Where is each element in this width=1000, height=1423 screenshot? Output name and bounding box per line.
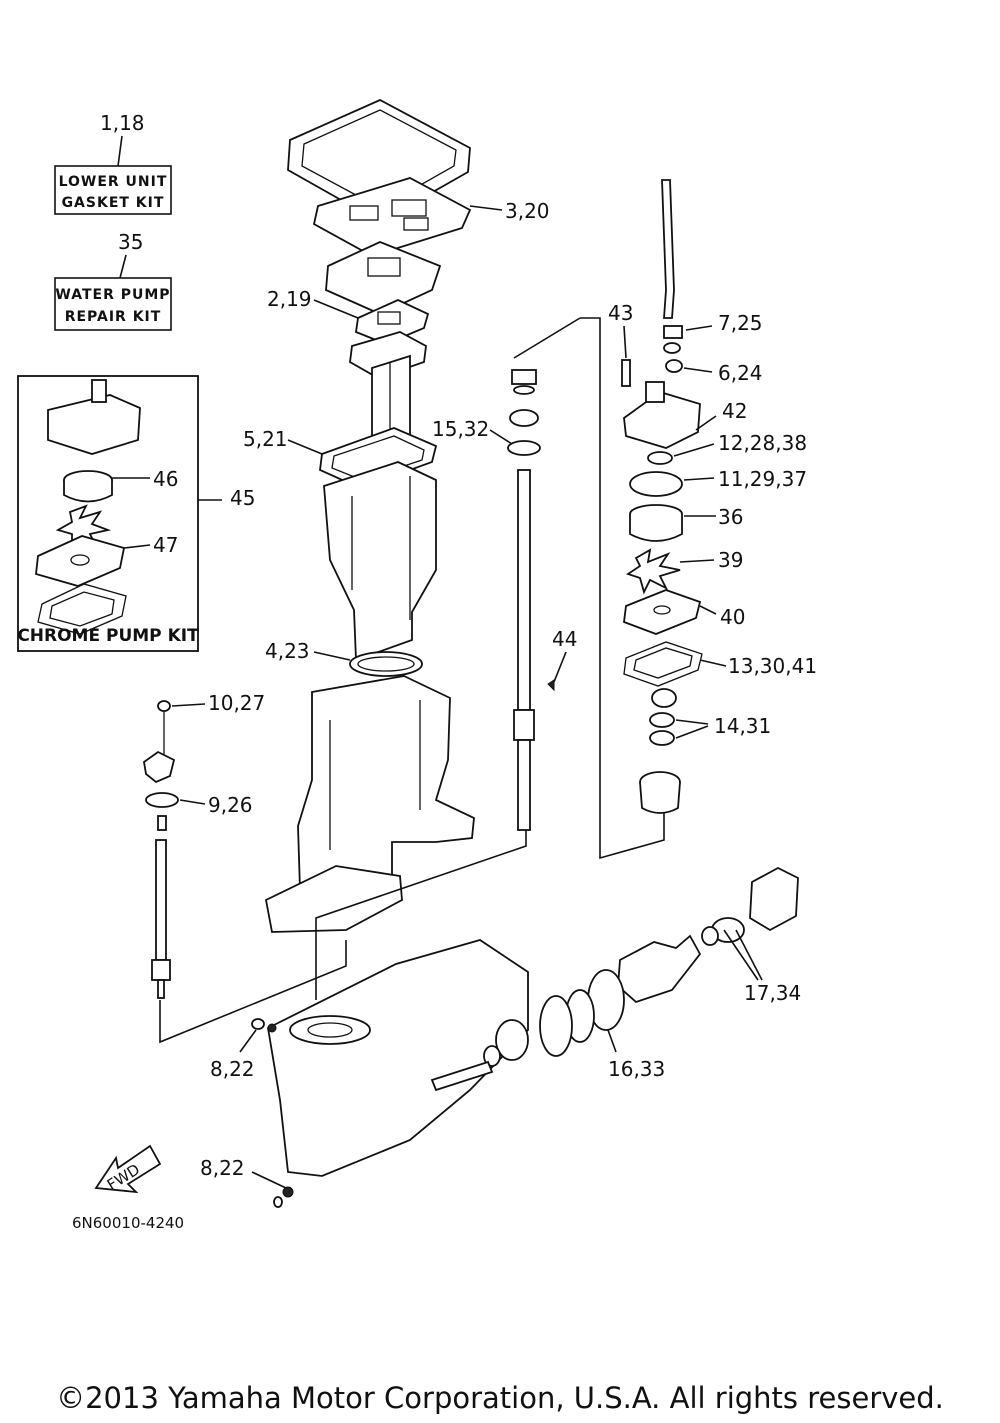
bearing-carrier-part: [617, 934, 702, 1004]
callout-label: 3,20: [505, 199, 550, 223]
callout-label: 6,24: [718, 361, 763, 385]
water-pump-kit-line2: REPAIR KIT: [65, 309, 162, 325]
pump-plate-part: [35, 535, 126, 587]
callout-label: 12,28,38: [718, 431, 807, 455]
callout-label: 35: [118, 230, 143, 254]
lower-casing-part: [264, 675, 475, 933]
callout-label: 8,22: [200, 1156, 245, 1180]
reverse-gear-part: [539, 989, 595, 1057]
callout-label: 46: [153, 467, 178, 491]
callout-label: 11,29,37: [718, 467, 807, 491]
gasket-4-23: [349, 651, 423, 677]
diagram-code: 6N60010-4240: [72, 1214, 184, 1232]
gasket-3-20: [312, 177, 472, 257]
callout-label: 15,32: [432, 417, 489, 441]
water-pump-kit-callout: 35 WATER PUMP REPAIR KIT: [54, 230, 172, 331]
callout-label: 44: [552, 627, 577, 651]
forward-arrow-icon: FWD: [94, 1144, 162, 1194]
drive-shaft-bearing: [509, 369, 539, 427]
gasket-5-21: [319, 427, 438, 489]
exhaust-tube-part: [349, 331, 427, 454]
callout-label: 36: [718, 505, 743, 529]
propeller-shaft-part: [430, 1060, 494, 1092]
drive-shaft-part: [513, 469, 535, 831]
chrome-pump-kit: 46 47 CHROME PUMP KIT 45: [17, 375, 255, 652]
pump-insert-part: [629, 504, 683, 542]
callout-label: 10,27: [208, 691, 265, 715]
chrome-pump-kit-title: CHROME PUMP KIT: [17, 626, 199, 646]
pinion-gear-part: [495, 1019, 529, 1061]
callout-label: 9,26: [208, 793, 253, 817]
callout-label: 39: [718, 548, 743, 572]
gasket-kit-box: [54, 165, 172, 215]
gasket-kit-line2: GASKET KIT: [62, 195, 165, 211]
pump-cup-part: [63, 470, 113, 503]
water-pump-kit-box: [54, 277, 172, 331]
gasket-kit-line1: LOWER UNIT: [59, 174, 168, 190]
bearing-housing-part: [639, 771, 681, 814]
callout-label: 13,30,41: [728, 654, 817, 678]
callout-label: 7,25: [718, 311, 763, 335]
pump-gasket-part: [623, 641, 703, 687]
water-tube-part: [661, 179, 683, 339]
prop-shaft-housing: [701, 866, 799, 946]
callout-label: 47: [153, 533, 178, 557]
exhaust-plate-part: [325, 241, 442, 315]
pump-gasket-part: [37, 583, 127, 635]
callout-label: 42: [722, 399, 747, 423]
callout-label: 5,21: [243, 427, 288, 451]
gasket-2-19: [355, 299, 430, 345]
shift-lever-part: [143, 750, 176, 784]
gasket-kit-callout: 1,18 LOWER UNIT GASKET KIT: [54, 111, 172, 215]
water-pump-housing: [623, 381, 701, 449]
callout-label: 2,19: [267, 287, 312, 311]
upper-casing-body: [323, 461, 437, 662]
water-pump-kit-line1: WATER PUMP: [55, 287, 170, 303]
callout-label: 1,18: [100, 111, 145, 135]
pump-housing-part: [47, 394, 141, 455]
copyright-text: ©2013 Yamaha Motor Corporation, U.S.A. A…: [56, 1381, 944, 1415]
callout-label: 16,33: [608, 1057, 665, 1081]
callout-label: 4,23: [265, 639, 310, 663]
shift-rod-part: [151, 839, 171, 999]
impeller-part: [625, 548, 681, 595]
callout-label: 45: [230, 486, 255, 510]
callout-label: 40: [720, 605, 745, 629]
callout-label: 43: [608, 301, 633, 325]
callout-label: 17,34: [744, 981, 801, 1005]
outer-plate-part: [623, 589, 702, 635]
callout-label: 8,22: [210, 1057, 255, 1081]
callout-label: 14,31: [714, 714, 771, 738]
gear-case-part: [267, 939, 529, 1177]
